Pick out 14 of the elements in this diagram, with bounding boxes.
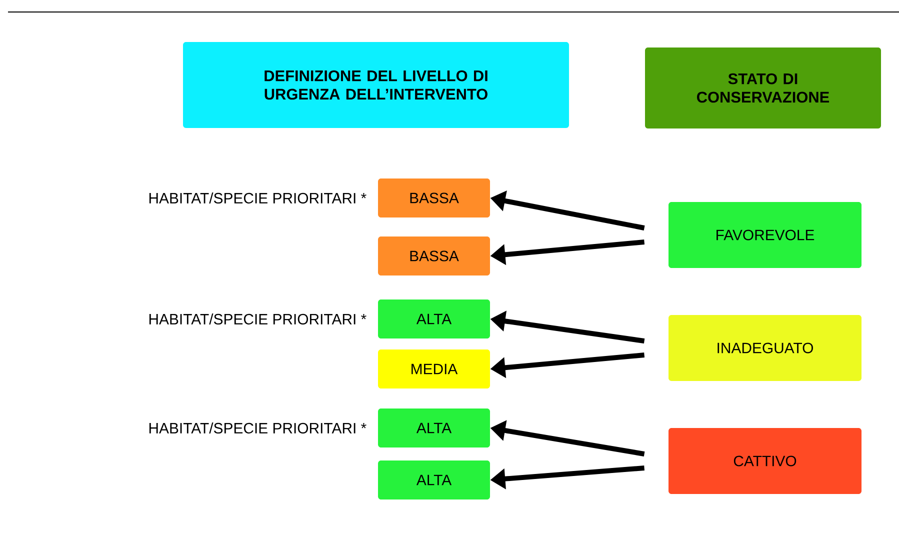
row-label: HABITAT/SPECIE PRIORITARI * bbox=[149, 422, 366, 434]
urgency-box: BASSA bbox=[378, 178, 490, 218]
urgency-box: BASSA bbox=[378, 236, 490, 276]
status-box: CATTIVO bbox=[668, 428, 862, 494]
urgency-box: ALTA bbox=[378, 408, 490, 448]
row-label: HABITAT/SPECIE PRIORITARI * bbox=[149, 314, 366, 324]
urgency-box: ALTA bbox=[378, 460, 490, 500]
status-box: INADEGUATO bbox=[668, 315, 862, 381]
row-label: HABITAT/SPECIE PRIORITARI * bbox=[149, 192, 366, 204]
status-box: FAVOREVOLE bbox=[668, 202, 862, 268]
header-box: DEFINIZIONE DEL LIVELLO DI URGENZA DELL’INTERVENTO bbox=[183, 42, 569, 128]
urgency-box: MEDIA bbox=[378, 350, 490, 388]
urgency-box: ALTA bbox=[378, 300, 490, 338]
header-box: STATO DI CONSERVAZIONE bbox=[645, 48, 881, 128]
